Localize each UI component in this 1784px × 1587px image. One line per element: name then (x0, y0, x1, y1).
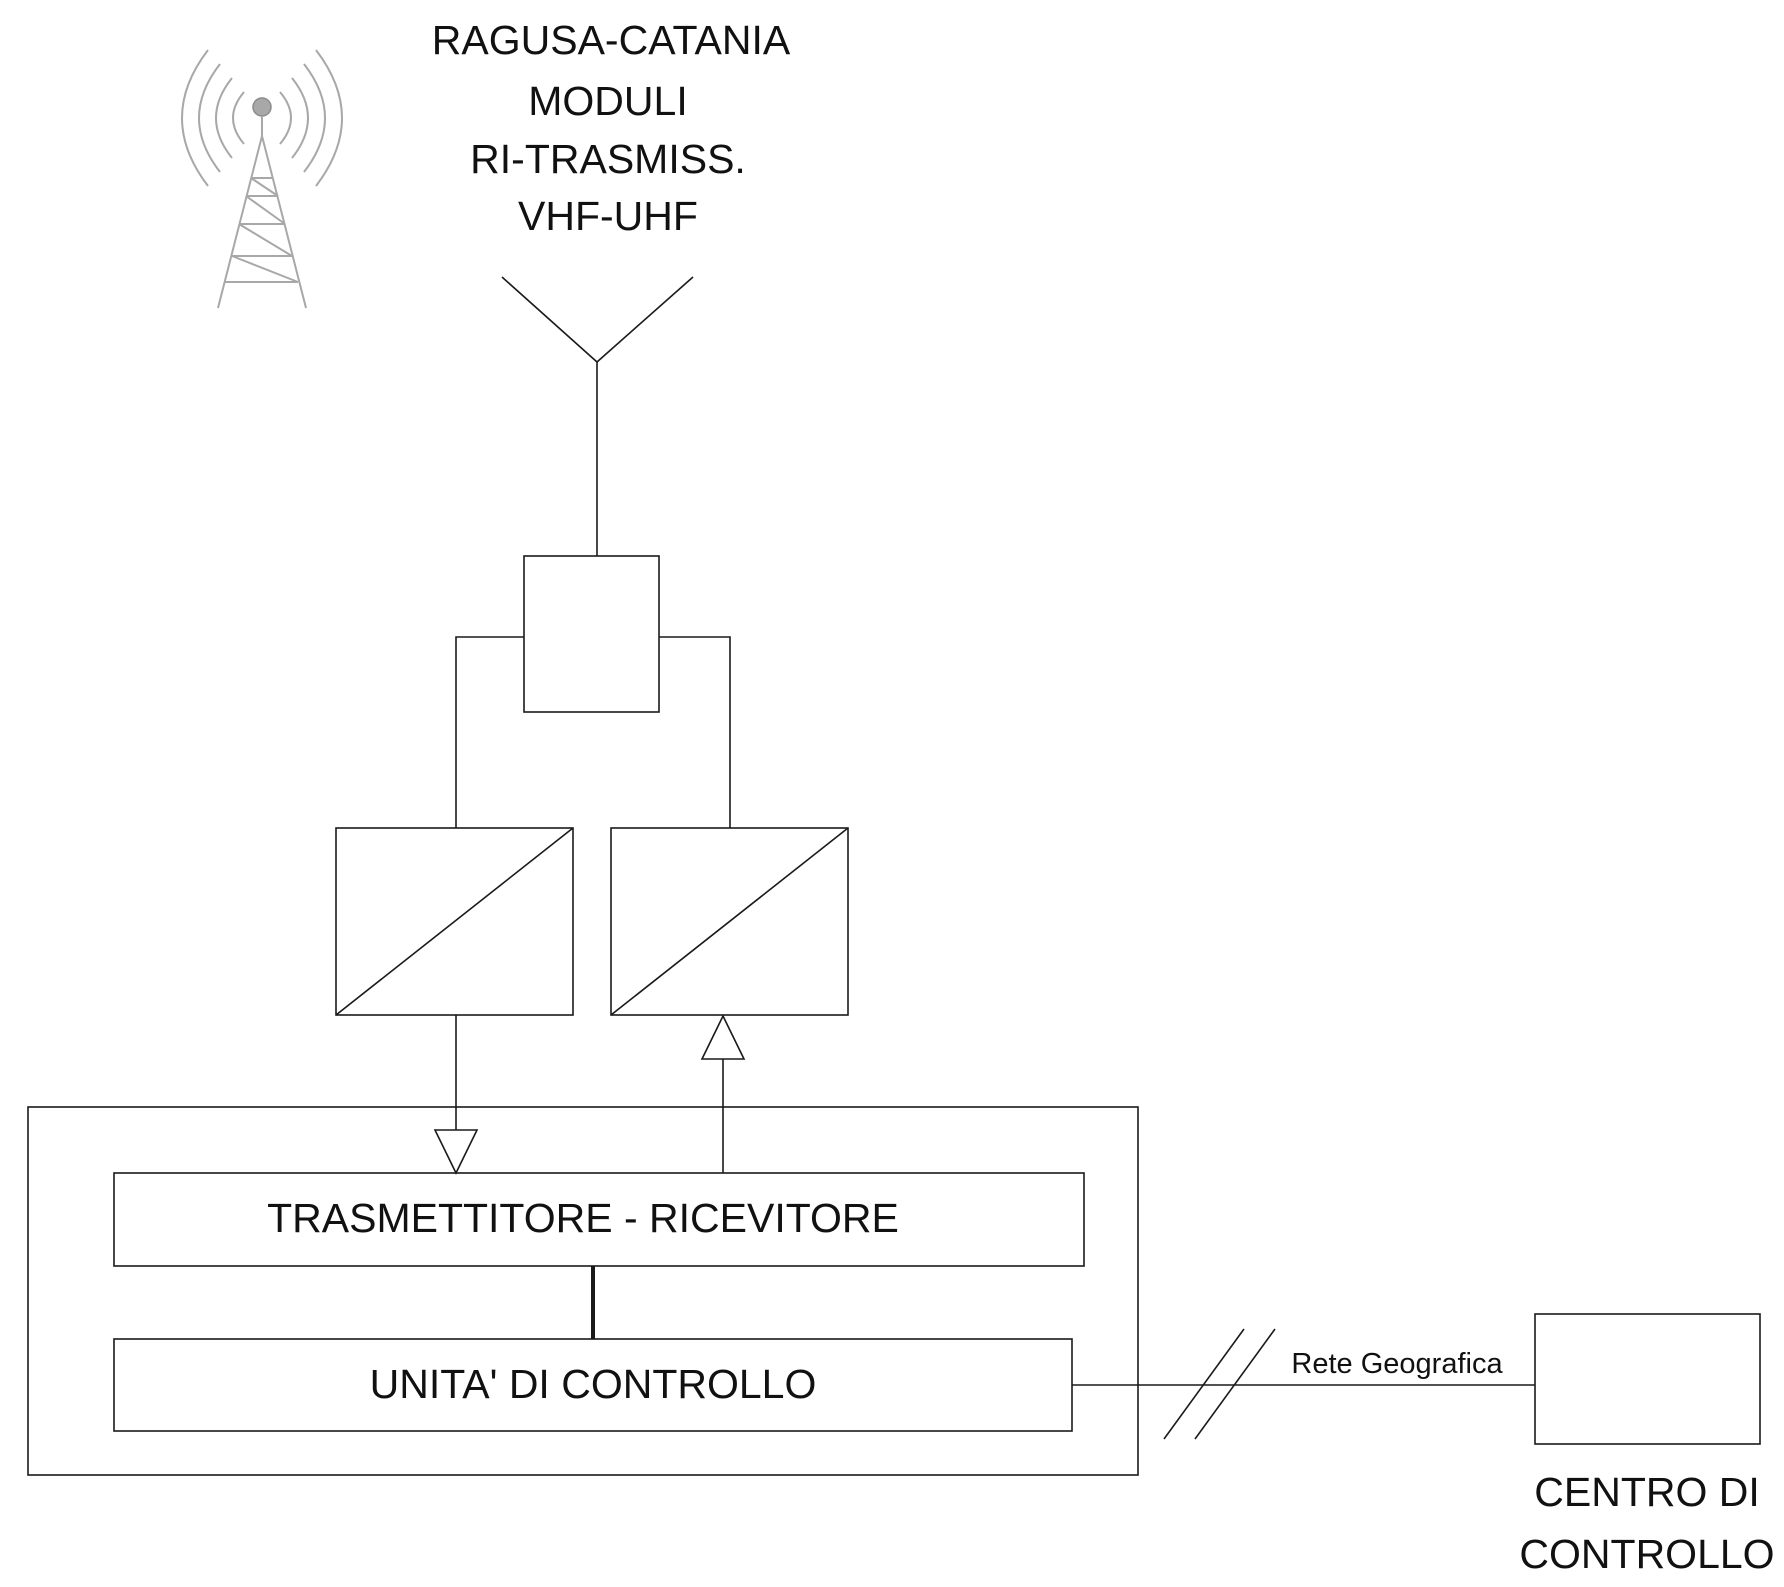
link-break-mark-2 (1194, 1328, 1276, 1440)
network-link: Rete Geografica (1072, 1328, 1535, 1440)
title-line-2: MODULI (528, 78, 687, 124)
radio-tower-icon (181, 49, 343, 309)
control-center: CENTRO DI CONTROLLO (1519, 1313, 1775, 1577)
control-center-line-1: CENTRO DI (1534, 1469, 1760, 1515)
link-break-mark-1 (1163, 1328, 1245, 1440)
transmit-module (335, 827, 574, 1016)
control-unit-label: UNITA' DI CONTROLLO (370, 1361, 817, 1407)
control-center-line-2: CONTROLLO (1519, 1531, 1774, 1577)
transceiver-label: TRASMETTITORE - RICEVITORE (267, 1195, 899, 1241)
title-line-3: RI-TRASMISS. (470, 136, 746, 182)
downlink-arrow (433, 1015, 479, 1175)
duplexer-box (523, 555, 660, 713)
transceiver-block: TRASMETTITORE - RICEVITORE (113, 1172, 1085, 1267)
title-line-1: RAGUSA-CATANIA (432, 17, 791, 63)
uplink-arrow (700, 1014, 746, 1173)
network-label: Rete Geografica (1291, 1348, 1503, 1380)
control-center-box (1534, 1313, 1761, 1445)
receive-module (610, 827, 849, 1016)
control-unit-block: UNITA' DI CONTROLLO (113, 1338, 1073, 1432)
title-block: RAGUSA-CATANIA MODULI RI-TRASMISS. VHF-U… (432, 17, 791, 239)
antenna-icon (501, 276, 694, 556)
duplexer-feed-lines (455, 636, 731, 828)
title-line-4: VHF-UHF (518, 193, 698, 239)
station-enclosure (27, 1106, 1139, 1476)
